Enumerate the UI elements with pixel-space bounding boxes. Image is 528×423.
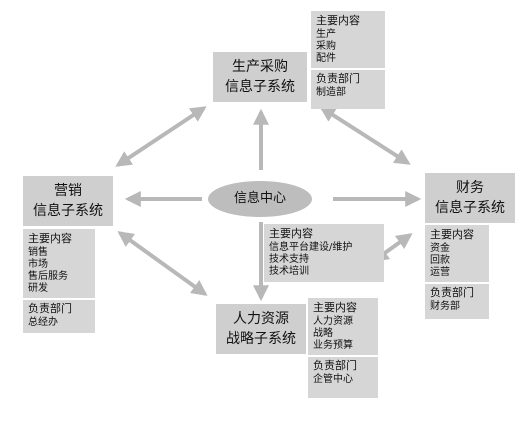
marketing-content-item: 售后服务 — [28, 271, 68, 282]
info-center-contents-heading: 主要内容 — [269, 227, 313, 240]
finance-content-item: 回款 — [430, 255, 450, 266]
arrow-production-marketing — [115, 106, 207, 167]
finance-content-item: 资金 — [430, 243, 450, 254]
hr-subsystem-box: 人力资源 战略子系统 — [216, 304, 306, 354]
hr-contents-panel: 主要内容 人力资源 战略 业务预算 负责部门 企管中心 — [308, 298, 378, 398]
finance-dept-heading: 负责部门 — [430, 286, 474, 299]
marketing-content-item: 研发 — [28, 283, 48, 294]
finance-dept: 财务部 — [430, 301, 460, 312]
finance-content-item: 运营 — [430, 267, 450, 278]
hr-content-item: 战略 — [313, 328, 333, 339]
finance-subsystem-box: 财务 信息子系统 — [425, 173, 515, 223]
production-dept: 制造部 — [316, 87, 346, 98]
marketing-dept: 总经办 — [28, 317, 58, 328]
production-contents-heading: 主要内容 — [316, 14, 360, 27]
info-center-contents-panel: 主要内容 信息平台建设/维护 技术支持 技术培训 — [264, 224, 384, 282]
info-center-label: 信息中心 — [233, 191, 286, 206]
finance-contents-heading: 主要内容 — [430, 228, 474, 241]
hr-title-line2: 战略子系统 — [226, 331, 296, 347]
marketing-title-line1: 营销 — [54, 183, 82, 199]
marketing-content-item: 销售 — [28, 247, 48, 258]
production-content-item: 配件 — [316, 53, 336, 64]
info-center-content-item: 技术支持 — [269, 254, 309, 265]
info-center-ellipse: 信息中心 — [208, 181, 312, 217]
hr-dept-heading: 负责部门 — [313, 359, 357, 372]
marketing-subsystem-box: 营销 信息子系统 — [23, 176, 113, 226]
production-title-line1: 生产采购 — [232, 59, 288, 75]
arrow-marketing-hr — [117, 231, 208, 296]
marketing-contents-heading: 主要内容 — [28, 232, 72, 245]
hr-contents-heading: 主要内容 — [313, 301, 357, 314]
arrow-production-finance — [319, 106, 411, 165]
finance-contents-panel: 主要内容 资金 回款 运营 负责部门 财务部 — [425, 225, 489, 319]
info-center-content-item: 技术培训 — [269, 266, 309, 277]
marketing-title-line2: 信息子系统 — [33, 203, 103, 219]
finance-title-line2: 信息子系统 — [435, 200, 505, 216]
production-content-item: 生产 — [316, 29, 336, 40]
marketing-contents-panel: 主要内容 销售 市场 售后服务 研发 负责部门 总经办 — [23, 229, 95, 333]
marketing-content-item: 市场 — [28, 259, 48, 270]
production-title-line2: 信息子系统 — [225, 79, 295, 95]
hr-title-line1: 人力资源 — [233, 311, 289, 327]
production-contents-panel: 主要内容 生产 采购 配件 负责部门 制造部 — [311, 11, 385, 109]
production-dept-heading: 负责部门 — [316, 72, 360, 85]
finance-title-line1: 财务 — [456, 180, 484, 196]
hr-content-item: 业务预算 — [313, 340, 353, 351]
info-center-content-item: 信息平台建设/维护 — [269, 242, 353, 253]
production-content-item: 采购 — [316, 41, 336, 52]
production-subsystem-box: 生产采购 信息子系统 — [213, 52, 307, 102]
marketing-dept-heading: 负责部门 — [28, 302, 72, 315]
hr-dept: 企管中心 — [313, 374, 353, 385]
hr-content-item: 人力资源 — [313, 316, 353, 327]
